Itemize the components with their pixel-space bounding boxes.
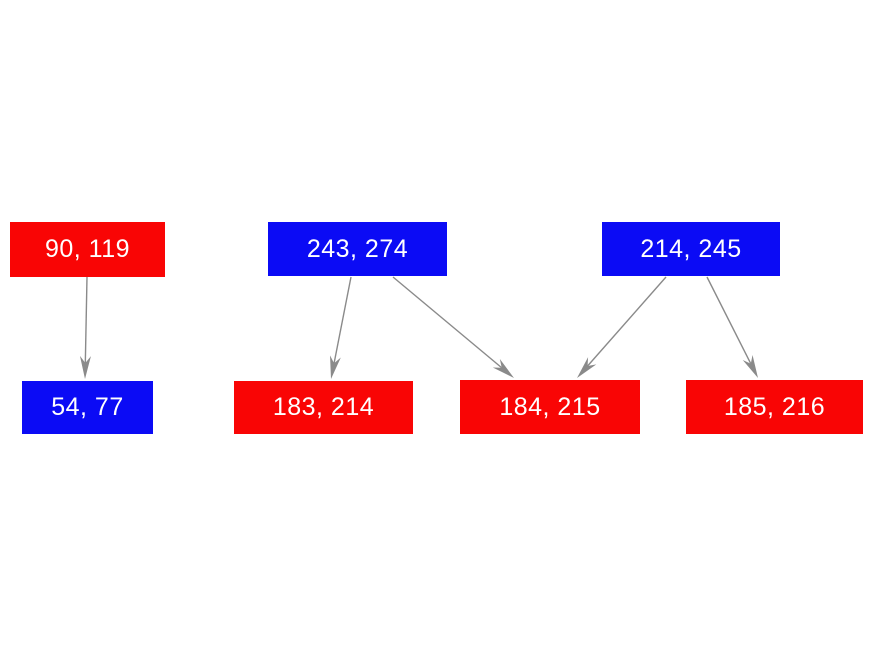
graph-node-n185-216: 185, 216 — [686, 380, 863, 434]
graph-node-n54-77: 54, 77 — [22, 381, 153, 434]
edge-n214-245-to-n184-215 — [577, 276, 667, 378]
graph-node-n183-214: 183, 214 — [234, 381, 413, 434]
edge-n214-245-to-n185-216 — [706, 276, 758, 378]
graph-node-n214-245: 214, 245 — [602, 222, 780, 276]
arrowhead-icon — [330, 355, 341, 379]
arrowhead-icon — [492, 359, 514, 378]
edge-n90-119-to-n54-77 — [79, 276, 91, 379]
graph-node-n90-119: 90, 119 — [10, 222, 165, 277]
edge-n243-274-to-n184-215 — [392, 276, 514, 378]
arrowhead-icon — [79, 355, 91, 379]
graph-node-n243-274: 243, 274 — [268, 222, 447, 276]
edge-n243-274-to-n183-214 — [330, 276, 352, 379]
graph-node-n184-215: 184, 215 — [460, 380, 640, 434]
arrowhead-icon — [742, 354, 758, 378]
arrowhead-icon — [577, 357, 597, 378]
